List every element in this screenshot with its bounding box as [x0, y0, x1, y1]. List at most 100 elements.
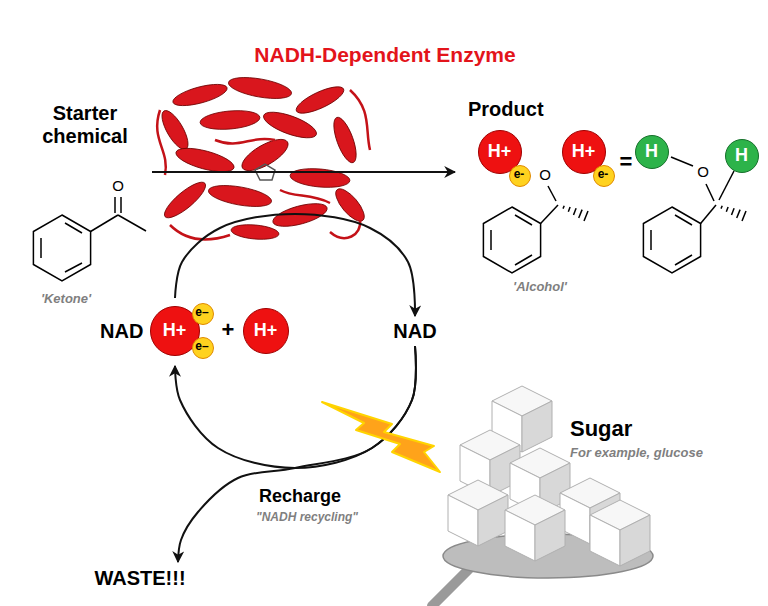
proton-symbol: H+	[488, 141, 512, 162]
proton-symbol: H+	[163, 320, 187, 341]
lightning-bolt	[322, 402, 440, 472]
connector-arrow	[178, 346, 416, 562]
ketone-structure	[33, 215, 90, 281]
label-wrap: Recharge	[259, 486, 341, 507]
label-wrap: =	[620, 149, 633, 174]
text-wrap: e–	[195, 340, 208, 354]
cofactor-name: NAD	[100, 320, 143, 343]
enzyme-structure	[289, 166, 350, 189]
enzyme-structure	[227, 74, 293, 103]
hydrogen-circle: H	[635, 135, 669, 169]
label-wrap: O	[539, 166, 551, 183]
sugar-group: SugarFor example, glucose	[564, 412, 758, 468]
alcohol-structure	[650, 230, 652, 250]
sugar-spoon	[448, 480, 508, 546]
molecule-name: 'Alcohol'	[513, 280, 567, 295]
alcohol-structure	[548, 186, 556, 201]
text-wrap: e-	[514, 168, 525, 182]
text-wrap: +	[222, 317, 235, 342]
proton-circle: H+	[243, 308, 289, 354]
title-wrap: NADH-Dependent Enzyme	[254, 43, 515, 67]
label-wrap: "NADH recycling"	[256, 511, 358, 525]
molecule-group: Starter chemical 'Ketone'	[18, 98, 152, 312]
text-wrap: H+	[572, 141, 596, 162]
molecule-group: Product'Alcohol'H+e-H+e-HH	[455, 95, 763, 300]
enzyme-structure	[350, 90, 370, 150]
alcohol-structure	[579, 210, 582, 218]
proton-circle: H+e-	[478, 130, 522, 174]
enzyme-structure	[280, 190, 330, 203]
ketone-structure	[65, 263, 82, 272]
alcohol-structure	[574, 208, 577, 215]
electron-circle: e–	[192, 337, 214, 359]
waste-label: WASTE!!!	[86, 562, 194, 594]
text-wrap: H	[735, 145, 748, 166]
text-wrap: e-	[598, 168, 609, 182]
atom-symbol: O	[539, 166, 551, 183]
enzyme-structure	[261, 107, 320, 143]
proton-circle: H+e-	[562, 130, 606, 174]
alcohol-structure	[721, 206, 722, 209]
text-wrap: Starter chemical	[25, 102, 145, 148]
proton-symbol: H+	[572, 141, 596, 162]
text-wrap: Sugar	[570, 416, 632, 441]
connector-arrow	[152, 171, 455, 173]
alcohol-structure	[732, 208, 735, 215]
electron-circle: e-	[509, 165, 531, 187]
alcohol-structure	[515, 215, 532, 225]
hydrogen-symbol: H	[645, 141, 658, 162]
text-wrap: H+	[163, 320, 187, 341]
heading-text: Product	[468, 98, 544, 121]
text-wrap: H+	[254, 320, 278, 341]
text-wrap: H	[645, 141, 658, 162]
alcohol-structure	[671, 157, 693, 166]
alcohol-structure	[675, 255, 692, 265]
hydrogen-circle: H	[725, 139, 759, 173]
enzyme-structure	[157, 110, 166, 175]
ketone-structure	[114, 197, 116, 213]
connector-layer	[152, 172, 455, 562]
text-wrap: H+	[488, 141, 512, 162]
process-label: Recharge	[259, 486, 341, 507]
enzyme-structure	[215, 139, 275, 144]
text-wrap: e–	[195, 306, 208, 320]
cofactor-group: NAD + H+ e– e– H+	[98, 298, 294, 366]
ketone-structure	[118, 215, 146, 231]
plus-sign: +	[222, 317, 235, 342]
alcohol-structure	[742, 211, 746, 221]
electron-symbol: e–	[195, 340, 208, 354]
alcohol-structure	[568, 207, 570, 212]
enzyme-structure	[199, 108, 260, 131]
connector-arrow	[175, 214, 415, 316]
alcohol-structure	[719, 171, 734, 200]
electron-symbol: e-	[514, 168, 525, 182]
alcohol-structure	[726, 207, 728, 212]
enzyme-structure	[293, 82, 347, 118]
alcohol-structure	[490, 230, 492, 250]
equals-sign: =	[620, 149, 633, 174]
example-note: For example, glucose	[570, 446, 703, 461]
enzyme-structure	[171, 80, 229, 110]
sugar-spoon	[432, 568, 470, 606]
hydrogen-symbol: H	[735, 145, 748, 166]
alcohol-structure	[584, 211, 588, 221]
ketone-structure	[120, 197, 122, 213]
connector-arrow	[175, 346, 416, 468]
ketone-structure	[40, 238, 42, 258]
text-wrap: NAD	[100, 320, 143, 343]
alcohol-structure	[483, 186, 588, 273]
sugar-spoon	[432, 386, 653, 606]
molecule-name: 'Ketone'	[41, 292, 91, 307]
electron-symbol: e–	[195, 306, 208, 320]
label-wrap: O	[697, 163, 709, 180]
alcohol-structure	[515, 255, 532, 265]
alcohol-structure	[483, 207, 540, 273]
diagram-title: NADH-Dependent Enzyme	[254, 43, 515, 67]
alcohol-structure	[737, 210, 740, 218]
electron-circle: e-	[593, 165, 615, 187]
waste-text: WASTE!!!	[94, 567, 185, 590]
enzyme-structure	[230, 223, 279, 241]
